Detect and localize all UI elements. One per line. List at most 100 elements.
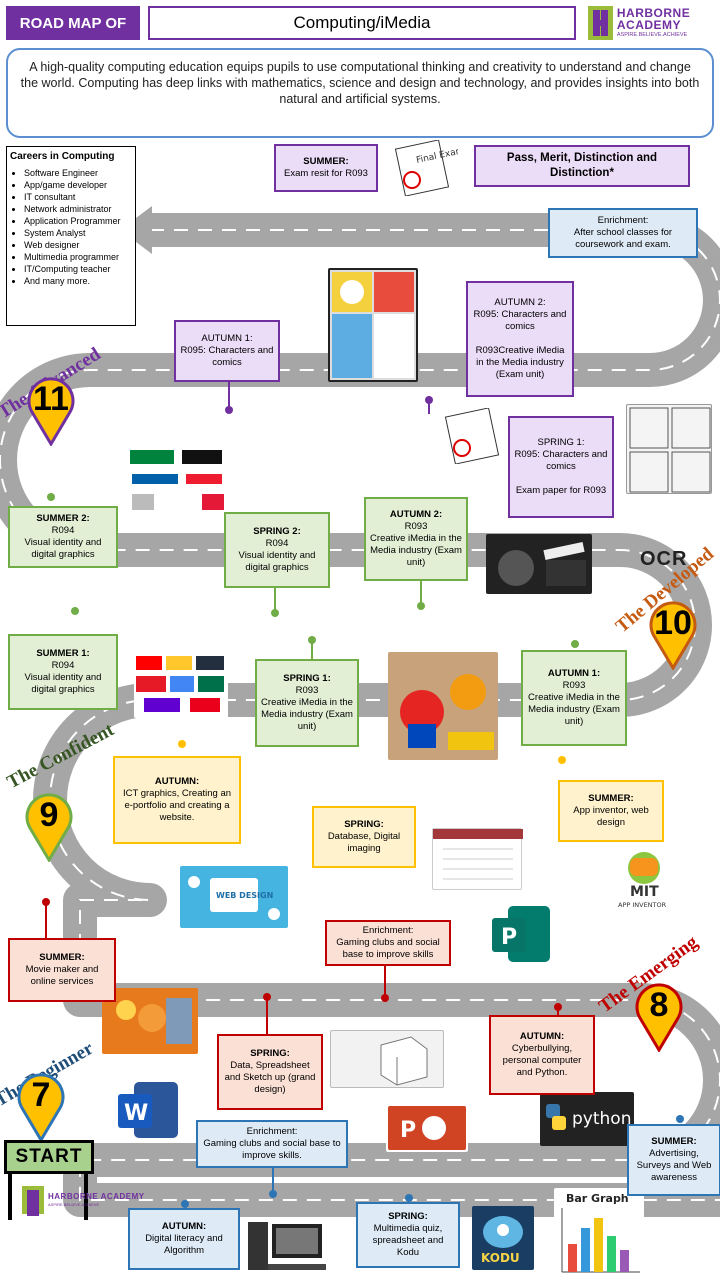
roadmap-title: ROAD MAP OF [6, 6, 140, 40]
y10-spring1-heading: SPRING 1: [283, 673, 331, 684]
career-item: System Analyst [24, 228, 132, 238]
career-item: And many more. [24, 276, 132, 286]
database-image [432, 828, 523, 890]
brand-logos-image [126, 446, 230, 518]
year10-number: 10 [654, 604, 692, 642]
bar-graph-image: Bar Graph [554, 1188, 644, 1276]
logo-tagline: ASPIRE.BELIEVE.ACHIEVE [616, 32, 688, 39]
app-inventor-label: APP INVENTOR [618, 901, 667, 909]
y7-spring-heading: SPRING: [388, 1211, 428, 1222]
careers-list: Software EngineerApp/game developerIT co… [10, 168, 132, 286]
python-image: python [540, 1092, 634, 1146]
career-item: Software Engineer [24, 168, 132, 178]
web-design-image: WEB DESIGN [180, 866, 288, 928]
comic-image [328, 268, 418, 382]
y8-enrichment-box: Enrichment: Gaming clubs and social base… [325, 920, 451, 966]
y10-spring2-text: R094 Visual identity and digital graphic… [238, 538, 316, 573]
year7-pin: 7 [16, 1070, 66, 1143]
bar-graph-label: Bar Graph [566, 1192, 629, 1205]
y9-spring-heading: SPRING: [344, 819, 384, 830]
ocr-logo: OCR [640, 548, 688, 570]
school-logo: HARBORNE ACADEMY ASPIRE.BELIEVE.ACHIEVE [588, 6, 720, 40]
final-exam-image-2 [432, 407, 508, 465]
y7-enrichment-box: Enrichment: Gaming clubs and social base… [196, 1120, 348, 1168]
y9-spring-text: Database, Digital imaging [327, 831, 401, 854]
y10-summer2-heading: SUMMER 2: [36, 513, 90, 524]
svg-text:P: P [400, 1118, 416, 1143]
y8-summer-heading: SUMMER: [39, 952, 85, 963]
y7-autumn-heading: AUTUMN: [161, 1221, 207, 1232]
logo-name-small: HARBORNE ACADEMY [48, 1192, 145, 1201]
y7-autumn-text: Digital literacy and Algorithm [145, 1233, 223, 1256]
career-item: Network administrator [24, 204, 132, 214]
start-sign: START [4, 1140, 94, 1174]
y7-spring-box: SPRING:Multimedia quiz, spreadsheet and … [356, 1202, 460, 1268]
y9-autumn-box: AUTUMN:ICT graphics, Creating an e-portf… [113, 756, 241, 844]
year11-pin: 11 [26, 374, 76, 447]
y7-summer-heading: SUMMER: [651, 1136, 697, 1147]
y11-autumn1-box: AUTUMN 1: R095: Characters and comics [174, 320, 280, 382]
y9-autumn-heading: AUTUMN: [154, 776, 200, 787]
y11-summer-text: Exam resit for R093 [284, 168, 368, 179]
y10-autumn2-text: R093 Creative iMedia in the Media indust… [370, 521, 462, 568]
logo-name: HARBORNE ACADEMY [616, 6, 691, 33]
career-item: IT consultant [24, 192, 132, 202]
y9-summer-text: App inventor, web design [573, 805, 649, 828]
brand-logos-image-2 [134, 654, 228, 718]
school-logo-small: HARBORNE ACADEMY ASPIRE.BELIEVE.ACHIEVE [22, 1186, 145, 1216]
y8-spring-heading: SPRING: [250, 1048, 290, 1059]
y11-summer-box: SUMMER:Exam resit for R093 [274, 144, 378, 192]
python-label: python [572, 1109, 631, 1129]
y10-autumn1-heading: AUTUMN 1: [547, 668, 601, 679]
y10-spring2-box: SPRING 2:R094 Visual identity and digita… [224, 512, 330, 588]
web-design-label: WEB DESIGN [216, 891, 273, 900]
year9-number: 9 [39, 796, 59, 834]
y10-autumn2-box: AUTUMN 2:R093 Creative iMedia in the Med… [364, 497, 468, 581]
outcome-box: Pass, Merit, Distinction and Distinction… [474, 145, 690, 187]
year8-pin: 8 [634, 980, 684, 1053]
y11-spring1-box: SPRING 1: R095: Characters and comics Ex… [508, 416, 614, 518]
subject-title: Computing/iMedia [148, 6, 576, 40]
y9-autumn-text: ICT graphics, Creating an e-portfolio an… [122, 788, 232, 823]
career-item: IT/Computing teacher [24, 264, 132, 274]
career-item: Multimedia programmer [24, 252, 132, 262]
y8-autumn-box: AUTUMN:Cyberbullying, personal computer … [489, 1015, 595, 1095]
career-item: Web designer [24, 240, 132, 250]
kodu-logo: KODU [472, 1206, 534, 1270]
logo-tagline-small: ASPIRE.BELIEVE.ACHIEVE [48, 1202, 100, 1207]
year8-number: 8 [649, 986, 669, 1024]
y11-summer-heading: SUMMER: [303, 156, 349, 167]
y7-summer-box: SUMMER:Advertising, Surveys and Web awar… [627, 1124, 720, 1196]
sketchup-image [330, 1030, 444, 1088]
movie-maker-image [102, 988, 198, 1054]
svg-text:P: P [501, 925, 517, 950]
word-icon: W [116, 1080, 180, 1140]
y10-spring2-heading: SPRING 2: [253, 526, 301, 537]
y9-summer-heading: SUMMER: [588, 793, 634, 804]
powerpoint-icon: P [386, 1104, 468, 1152]
y8-summer-text: Movie maker and online services [25, 964, 99, 987]
intro-statement: A high-quality computing education equip… [6, 48, 714, 138]
careers-panel: Careers in Computing Software EngineerAp… [6, 146, 136, 326]
y11-enrichment-box: Enrichment: After school classes for cou… [548, 208, 698, 258]
y10-autumn1-text: R093 Creative iMedia in the Media indust… [528, 680, 620, 727]
logo-h-icon-small [22, 1186, 44, 1216]
careers-title: Careers in Computing [10, 151, 115, 162]
y10-spring1-box: SPRING 1:R093 Creative iMedia in the Med… [255, 659, 359, 747]
y10-summer1-heading: SUMMER 1: [36, 648, 90, 659]
svg-text:W: W [124, 1101, 148, 1126]
year9-pin: 9 [24, 790, 74, 863]
year7-number: 7 [31, 1076, 51, 1114]
y10-spring1-text: R093 Creative iMedia in the Media indust… [261, 685, 353, 732]
computer-image [244, 1218, 330, 1274]
y10-summer1-box: SUMMER 1:R094 Visual identity and digita… [8, 634, 118, 710]
kodu-label: KODU [481, 1251, 520, 1265]
final-exam-image: Final Exam [382, 139, 465, 197]
y9-spring-box: SPRING:Database, Digital imaging [312, 806, 416, 868]
y7-summer-text: Advertising, Surveys and Web awareness [636, 1148, 712, 1183]
logo-h-icon [588, 6, 613, 40]
film-image [486, 534, 592, 594]
y10-summer1-text: R094 Visual identity and digital graphic… [24, 660, 102, 695]
y7-autumn-box: AUTUMN:Digital literacy and Algorithm [128, 1208, 240, 1270]
y8-summer-box: SUMMER:Movie maker and online services [8, 938, 116, 1002]
